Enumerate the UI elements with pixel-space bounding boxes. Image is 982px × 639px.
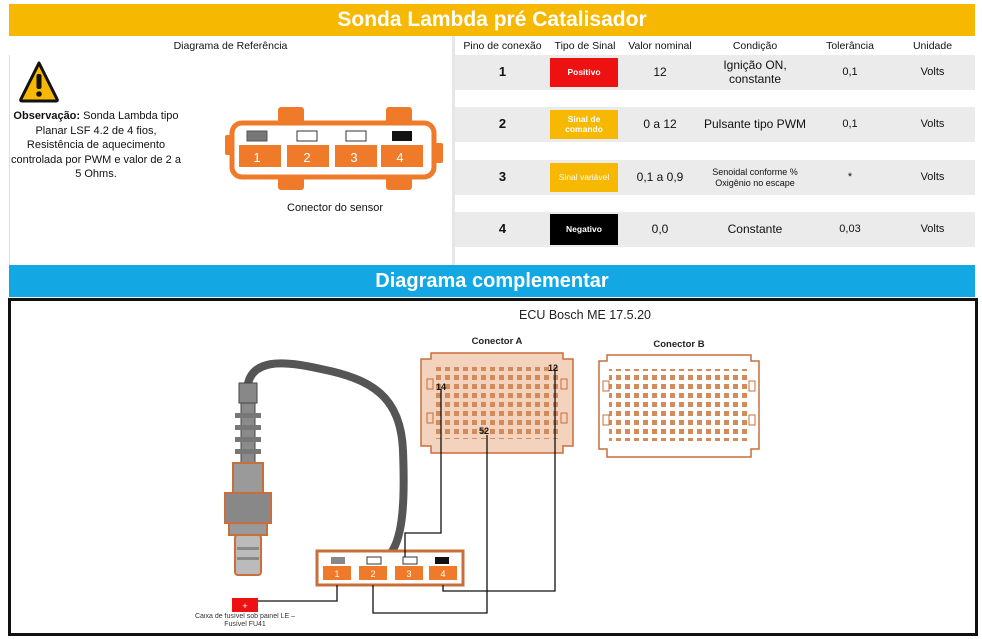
row-1-condition: Ignição ON, constante (723, 57, 787, 86)
row-2-tolerance: 0,1 (842, 118, 858, 131)
header-pin: Pino de conexão (463, 40, 542, 52)
table-row (455, 107, 975, 142)
ecu-label: ECU Bosch ME 17.5.20 (519, 308, 651, 322)
row-4-nominal: 0,0 (651, 221, 669, 236)
harness-connector: 1 2 3 4 (315, 549, 465, 587)
header-tolerance: Tolerância (826, 40, 874, 52)
row-2-pin: 2 (498, 116, 507, 132)
header-condition: Condição (732, 40, 778, 52)
fuse-symbol: + (242, 601, 247, 611)
ecu-connector-b (598, 354, 760, 458)
header-unit: Unidade (912, 40, 953, 52)
row-3-signal: Sinal variável (550, 163, 618, 192)
warning-icon (19, 61, 59, 103)
header-reference: Diagrama de Referência (173, 40, 288, 52)
connector-a-label: Conector A (472, 336, 523, 347)
connector-a-pin-12: 12 (548, 363, 558, 373)
row-1-nominal: 12 (653, 64, 667, 79)
row-3-condition: Senoidal conforme % Oxigênio no escape (712, 167, 798, 188)
harness-pin-1: 1 (334, 569, 339, 579)
observation-text: Sonda Lambda tipo Planar LSF 4.2 de 4 fi… (11, 110, 181, 181)
row-4-signal: Negativo (550, 214, 618, 245)
observation-label: Observação: (13, 110, 81, 122)
connector-pin-1: 1 (253, 150, 260, 165)
row-3-nominal: 0,1 a 0,9 (636, 169, 684, 184)
harness-pin-3: 3 (406, 569, 411, 579)
row-4-unit: Volts (920, 223, 945, 236)
header-nominal: Valor nominal (628, 40, 692, 52)
connector-a-pin-52: 52 (479, 426, 489, 436)
row-3-unit: Volts (920, 171, 945, 184)
row-1-pin: 1 (498, 64, 507, 80)
row-1-tolerance: 0,1 (842, 66, 858, 79)
row-2-nominal: 0 a 12 (643, 116, 677, 131)
row-4-pin: 4 (498, 221, 507, 237)
row-4-tolerance: 0,03 (839, 223, 861, 236)
row-1-signal: Positivo (550, 58, 618, 87)
page-title: Sonda Lambda pré Catalisador (9, 4, 975, 36)
header-signal-type: Tipo de Sinal (554, 40, 616, 52)
fuse-label: Caixa de fusível sob painel LE – Fusível… (194, 613, 295, 629)
connector-caption: Conector do sensor (287, 202, 383, 214)
column-divider (452, 36, 455, 265)
row-3-tolerance: * (847, 171, 853, 184)
connector-a-pin-14: 14 (436, 382, 446, 392)
row-4-condition: Constante (727, 221, 783, 236)
row-2-condition: Pulsante tipo PWM (703, 116, 807, 131)
row-1-unit: Volts (920, 66, 945, 79)
lambda-sensor (224, 382, 272, 576)
harness-pin-2: 2 (370, 569, 375, 579)
row-2-signal: Sinal de comando (550, 110, 618, 139)
complement-title: Diagrama complementar (9, 265, 975, 297)
fuse-box (232, 598, 258, 612)
table-row (455, 55, 975, 90)
observation-note: Observação: Sonda Lambda tipo Planar LSF… (11, 109, 181, 182)
table-row (455, 160, 975, 195)
connector-pin-2: 2 (303, 150, 310, 165)
wiring-diagram: ECU Bosch ME 17.5.20 Conector A Conector… (194, 308, 760, 629)
ecu-connector-a: 14 12 52 (420, 352, 574, 454)
connector-pin-3: 3 (350, 150, 357, 165)
sensor-connector-diagram: 1 2 3 4 (225, 107, 443, 190)
connector-b-label: Conector B (653, 339, 704, 350)
table-row (455, 212, 975, 247)
row-3-pin: 3 (498, 169, 507, 185)
connector-pin-4: 4 (396, 150, 403, 165)
harness-pin-4: 4 (440, 569, 445, 579)
row-2-unit: Volts (920, 118, 945, 131)
